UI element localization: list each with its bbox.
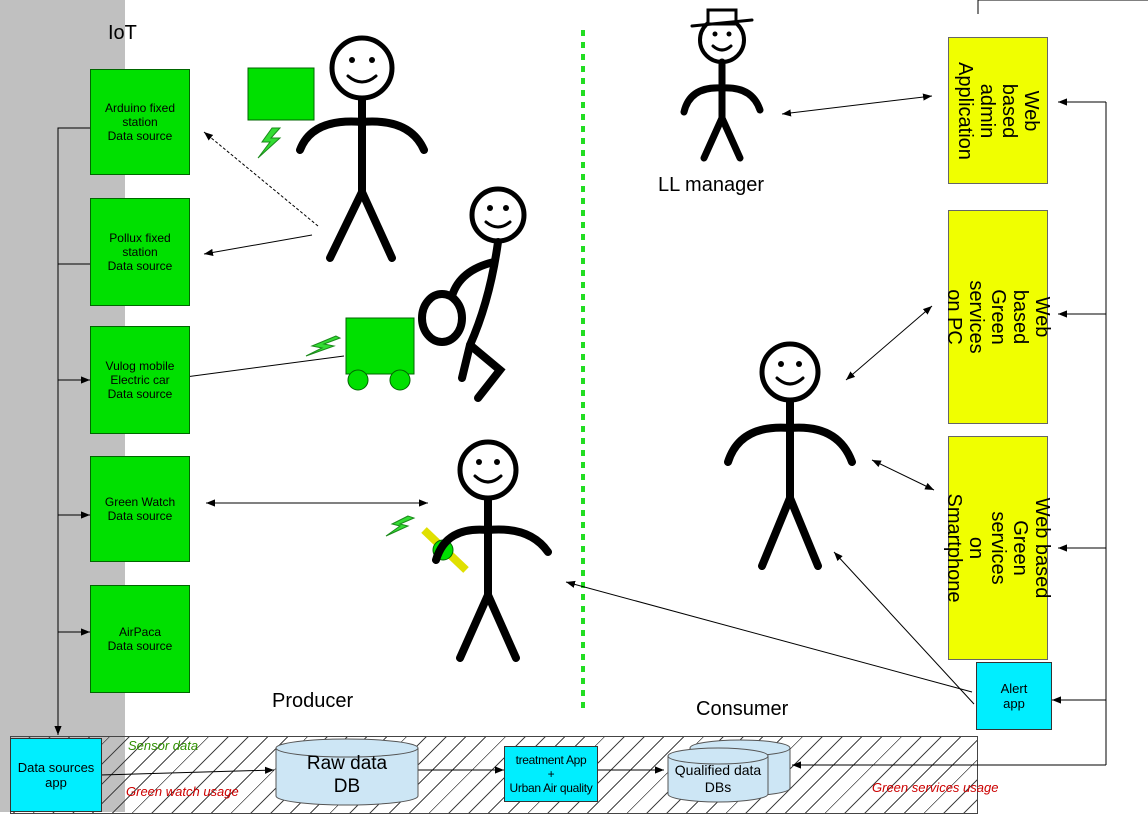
web-smartphone-label: Web based Green services on Smartphone: [943, 493, 1053, 603]
arrow-sources-rawdb: [99, 766, 275, 776]
signal-lightning-icon: [305, 335, 342, 357]
arrow-alert-consumer: [833, 551, 975, 705]
source-arduino[interactable]: Arduino fixed station Data source: [90, 69, 190, 175]
arrow-manager-admin: [781, 93, 933, 117]
web-green-services-smartphone[interactable]: Web based Green services on Smartphone: [943, 436, 1053, 660]
ll-manager-label: LL manager: [658, 174, 764, 196]
signal-lightning-icon: [257, 127, 282, 159]
arrow-consumer-smartphone: [871, 459, 935, 491]
source-pollux[interactable]: Pollux fixed station Data source: [90, 198, 190, 306]
data-layer-band: [10, 736, 978, 814]
bus-arrows: [792, 98, 1106, 769]
iot-title: IoT: [108, 22, 137, 44]
data-sources-app[interactable]: Data sources app: [10, 738, 102, 812]
alert-app[interactable]: Alert app: [976, 662, 1052, 730]
web-admin-label: Web based admin Application: [954, 61, 1042, 160]
arduino-device-icon: [247, 67, 315, 121]
producer-watch-person-icon: [432, 439, 552, 662]
arrow-consumer-pc: [845, 305, 933, 381]
web-admin-application[interactable]: Web based admin Application: [948, 37, 1048, 184]
producer-label: Producer: [272, 690, 354, 712]
raw-data-db-cylinder: [275, 738, 419, 806]
qualified-db-label: Qualified data DBs: [674, 762, 762, 795]
arrow-to-vulog: [177, 355, 345, 381]
green-watch-usage-label: Green watch usage: [126, 784, 239, 799]
producer-car-person-icon: [418, 186, 527, 402]
source-airpaca[interactable]: AirPaca Data source: [90, 585, 190, 693]
sensor-data-label: Sensor data: [128, 738, 199, 753]
raw-data-db-label: Raw data DB: [306, 753, 388, 797]
web-pc-label: Web based Green services on PC: [943, 280, 1053, 354]
ll-manager-person-icon: [680, 8, 764, 162]
left-bus-lines: [57, 127, 90, 725]
web-green-services-pc[interactable]: Web based Green services on PC: [943, 210, 1053, 424]
qualified-db-cylinder: [667, 739, 791, 803]
consumer-label: Consumer: [696, 698, 789, 720]
treatment-app[interactable]: treatment App + Urban Air quality: [504, 746, 598, 802]
producer-fixed-person-icon: [296, 35, 428, 262]
source-vulog[interactable]: Vulog mobile Electric car Data source: [90, 326, 190, 434]
green-services-usage-label: Green services usage: [872, 780, 999, 795]
car-device-icon: [345, 317, 415, 391]
signal-lightning-icon: [385, 515, 416, 537]
consumer-person-icon: [724, 341, 856, 570]
source-greenwatch[interactable]: Green Watch Data source: [90, 456, 190, 562]
arrow-to-pollux: [203, 234, 313, 256]
arrow-alert-producer: [565, 580, 973, 693]
right-bus-lines: [977, 0, 1148, 765]
